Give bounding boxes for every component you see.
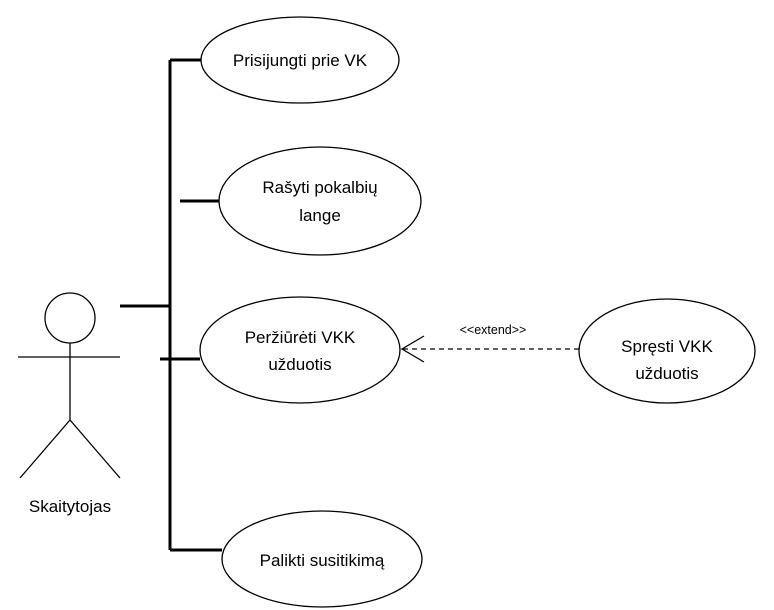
actor-label: Skaitytojas xyxy=(29,497,111,516)
actor-left-leg xyxy=(19,419,71,479)
use-case-solve-tasks-label-line1: Spręsti VKK xyxy=(621,337,713,356)
use-case-view-tasks-ellipse xyxy=(199,296,401,404)
actor-figure xyxy=(18,292,121,479)
actor-head xyxy=(44,292,96,344)
use-case-view-tasks-label-line1: Peržiūrėti VKK xyxy=(245,328,356,347)
extend-relationship: <<extend>> xyxy=(400,323,579,363)
use-case-chat: Rašyti pokalbių lange xyxy=(218,146,422,256)
use-case-chat-label-line1: Rašyti pokalbių xyxy=(262,178,377,197)
use-case-chat-label-line2: lange xyxy=(299,206,341,225)
use-case-solve-tasks: Spręsti VKK užduotis xyxy=(578,298,756,404)
use-case-chat-ellipse xyxy=(218,146,422,256)
extend-arrowhead xyxy=(400,335,425,363)
use-case-solve-tasks-ellipse xyxy=(578,298,756,404)
use-case-leave-meeting: Palikti susitikimą xyxy=(221,510,423,608)
use-case-view-tasks-label-line2: užduotis xyxy=(268,355,331,374)
use-case-login-ellipse xyxy=(200,16,400,104)
use-case-login-label: Prisijungti prie VK xyxy=(233,51,368,70)
use-case-leave-meeting-ellipse xyxy=(221,510,423,608)
association-lines xyxy=(120,58,222,552)
use-case-leave-meeting-label: Palikti susitikimą xyxy=(260,551,385,570)
use-case-solve-tasks-label-line2: užduotis xyxy=(635,364,698,383)
extend-label: <<extend>> xyxy=(460,323,527,337)
actor-right-leg xyxy=(69,419,121,479)
use-case-login: Prisijungti prie VK xyxy=(200,16,400,104)
use-case-view-tasks: Peržiūrėti VKK užduotis xyxy=(199,296,401,404)
